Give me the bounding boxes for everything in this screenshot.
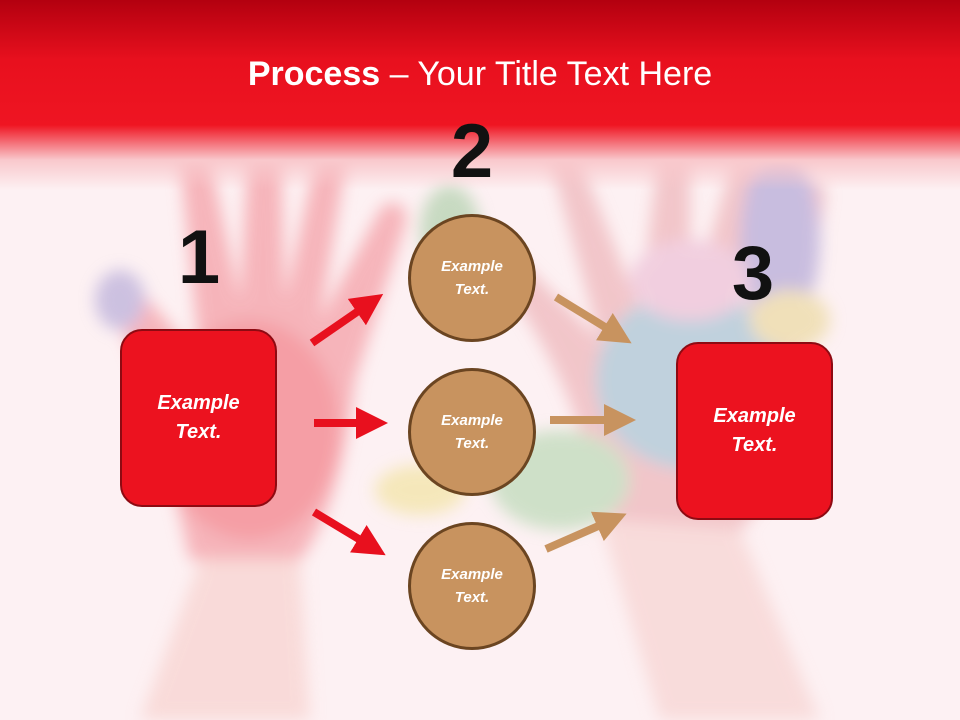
circle-top[interactable]: Example Text. xyxy=(408,214,536,342)
arrow-to-circle-bottom xyxy=(311,508,386,556)
arrow-from-circle-bottom xyxy=(544,511,627,553)
step-1-text: Example Text. xyxy=(157,392,240,443)
step-number-3: 3 xyxy=(731,231,775,316)
step-1-box[interactable]: Example Text. xyxy=(120,329,277,507)
title-banner xyxy=(0,0,960,190)
arrow-to-circle-top xyxy=(309,293,384,347)
circle-middle[interactable]: Example Text. xyxy=(408,368,536,496)
slide-title: Process – Your Title Text Here xyxy=(0,52,960,96)
circle-top-text: Example Text. xyxy=(441,258,503,298)
circle-bottom[interactable]: Example Text. xyxy=(408,522,536,650)
step-number-1: 1 xyxy=(177,215,221,300)
circle-bottom-text: Example Text. xyxy=(441,566,503,606)
step-number-2: 2 xyxy=(450,109,494,194)
title-bold: Process xyxy=(247,55,381,93)
circle-middle-text: Example Text. xyxy=(441,412,503,452)
step-3-text: Example Text. xyxy=(713,405,796,456)
arrow-from-circle-top xyxy=(553,293,632,344)
step-3-box[interactable]: Example Text. xyxy=(676,342,833,520)
title-rest: – Your Title Text Here xyxy=(380,55,713,93)
